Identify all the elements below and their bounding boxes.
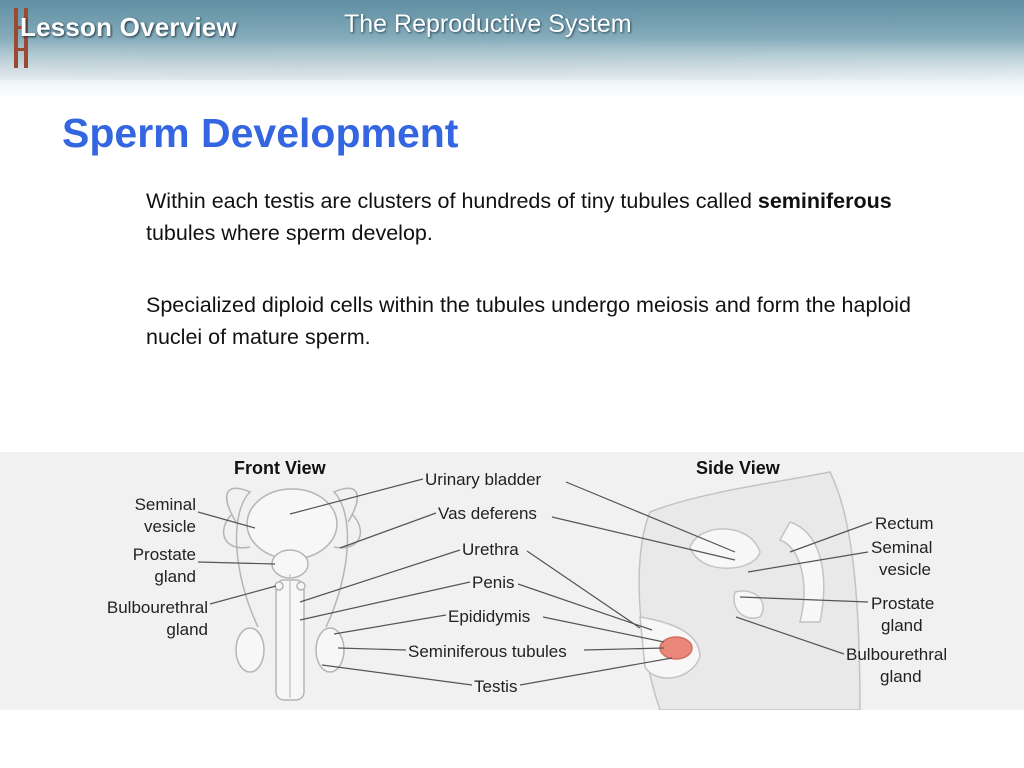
side-view-anatomy [638, 471, 861, 710]
label-prostate-side-2: gland [881, 616, 923, 635]
label-bulbourethral-side-2: gland [880, 667, 922, 686]
label-prostate-side-1: Prostate [871, 594, 934, 613]
front-view-title: Front View [234, 458, 327, 478]
side-testis [659, 636, 693, 660]
paragraph-meiosis: Specialized diploid cells within the tub… [146, 293, 911, 349]
label-prostate-front-2: gland [154, 567, 196, 586]
front-vas-deferens-right [325, 487, 359, 628]
front-bulbourethral-left [274, 581, 284, 591]
front-prostate [271, 549, 309, 579]
front-vas-deferens-left [225, 487, 259, 628]
label-prostate-front-1: Prostate [133, 545, 196, 564]
paragraph-seminiferous: Within each testis are clusters of hundr… [146, 185, 946, 249]
front-testis-left [235, 627, 265, 673]
diagram-svg: Front View Side View Seminal vesicle Pro… [107, 458, 947, 710]
label-bulbourethral-side-1: Bulbourethral [846, 645, 947, 664]
label-testis: Testis [474, 677, 517, 696]
front-testis-right [315, 627, 345, 673]
front-bladder [246, 488, 338, 560]
slide-title: Sperm Development [62, 110, 459, 156]
subject-title: The Reproductive System [344, 10, 632, 38]
reproductive-diagram: Front View Side View Seminal vesicle Pro… [0, 452, 1024, 710]
front-seminal-vesicle-left [222, 513, 251, 549]
label-urethra: Urethra [462, 540, 519, 559]
para1-text-before: Within each testis are clusters of hundr… [146, 189, 758, 213]
label-seminal-vesicle-side-1: Seminal [871, 538, 932, 557]
para1-bold-term: seminiferous [757, 189, 892, 213]
header-fog [0, 40, 1024, 105]
para1-text-after: tubules where sperm develop. [146, 221, 433, 245]
label-bulbourethral-front-2: gland [166, 620, 208, 639]
label-seminal-vesicle-side-2: vesicle [879, 560, 931, 579]
front-view-anatomy [222, 487, 362, 701]
bridge-tower-icon [14, 8, 28, 68]
label-vas-deferens: Vas deferens [438, 504, 537, 523]
label-penis: Penis [472, 573, 515, 592]
label-urinary-bladder: Urinary bladder [425, 470, 542, 489]
lesson-overview-label: Lesson Overview [20, 12, 237, 42]
leader-lines [197, 478, 873, 686]
side-view-title: Side View [696, 458, 781, 478]
label-bulbourethral-front-1: Bulbourethral [107, 598, 208, 617]
label-rectum: Rectum [875, 514, 934, 533]
label-seminal-vesicle-front-1: Seminal [135, 495, 196, 514]
label-epididymis: Epididymis [448, 607, 530, 626]
slide-header-banner: Lesson Overview The Reproductive System [0, 0, 1024, 105]
label-seminal-vesicle-front-2: vesicle [144, 517, 196, 536]
label-seminiferous-tubules: Seminiferous tubules [408, 642, 567, 661]
front-bulbourethral-right [296, 581, 306, 591]
